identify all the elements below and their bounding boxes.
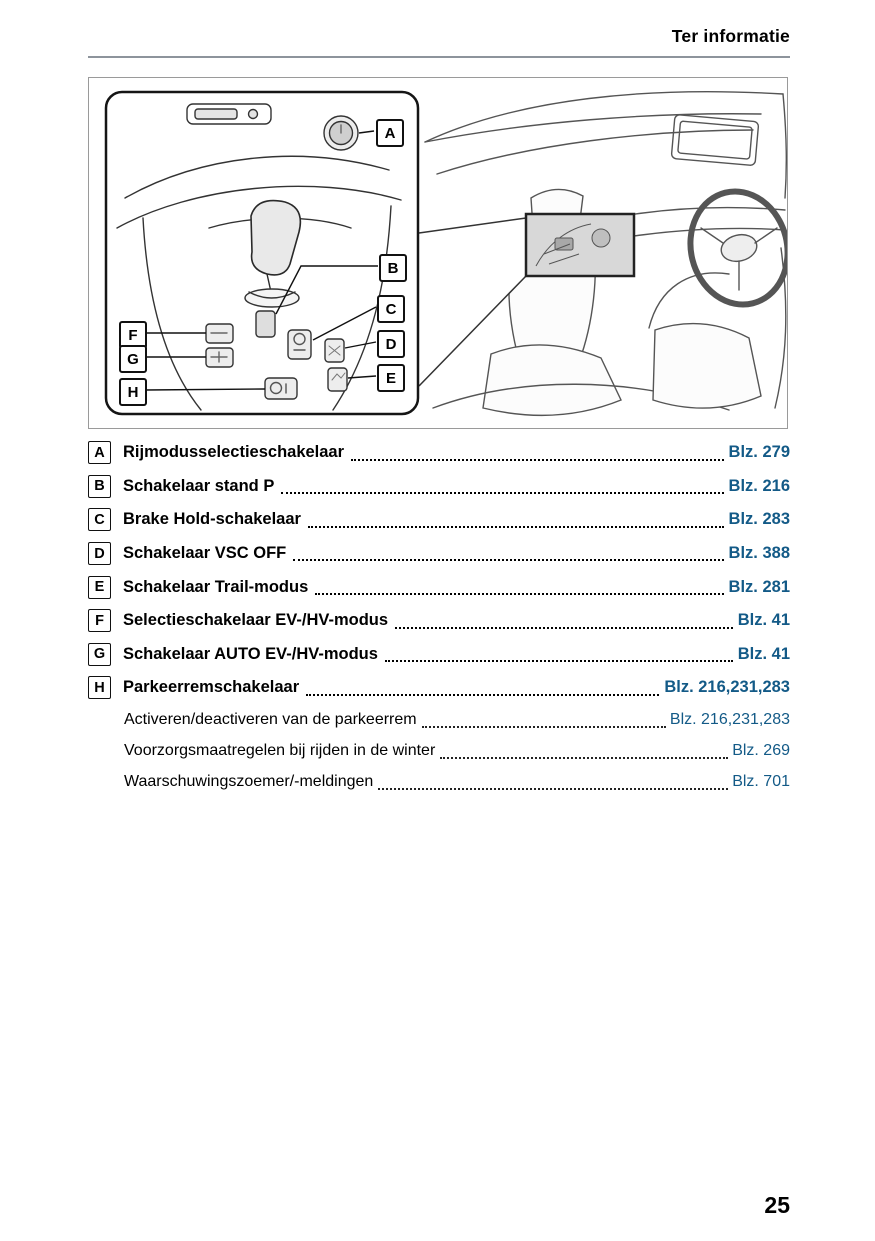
index-letter-h: H — [88, 676, 111, 700]
index-label: Selectieschakelaar EV-/HV-modus — [123, 611, 389, 630]
callout-leader-lines — [144, 130, 378, 391]
page-reference[interactable]: Blz. 216,231,283 — [669, 711, 790, 729]
figure-callout-c: C — [377, 295, 405, 323]
figure-callout-d: D — [377, 330, 405, 358]
index-sublabel: Waarschuwingszoemer/-meldingen — [124, 773, 374, 791]
index-row-g: G Schakelaar AUTO EV-/HV-modus Blz. 41 — [88, 638, 790, 672]
index-sublabel: Voorzorgsmaatregelen bij rijden in de wi… — [124, 742, 436, 760]
figure-callout-h: H — [119, 378, 147, 406]
index-letter-d: D — [88, 542, 111, 566]
figure-callout-e: E — [377, 364, 405, 392]
index-row-f: F Selectieschakelaar EV-/HV-modus Blz. 4… — [88, 604, 790, 638]
index-row-e: E Schakelaar Trail-modus Blz. 281 — [88, 570, 790, 604]
index-label: Rijmodusselectieschakelaar — [123, 443, 345, 462]
header-rule — [88, 56, 790, 58]
dotted-leader — [281, 492, 724, 495]
dotted-leader — [293, 559, 724, 562]
page-reference[interactable]: Blz. 283 — [728, 510, 790, 529]
index-label: Schakelaar AUTO EV-/HV-modus — [123, 644, 378, 663]
index-letter-f: F — [88, 609, 111, 633]
index-label: Schakelaar VSC OFF — [123, 544, 287, 563]
dotted-leader — [384, 660, 733, 663]
index-letter-c: C — [88, 508, 111, 532]
index-subrow-parking-brake: Activeren/deactiveren van de parkeerrem … — [88, 705, 790, 736]
index-label: Schakelaar Trail-modus — [123, 577, 309, 596]
dotted-leader — [378, 787, 729, 790]
page-reference[interactable]: Blz. 216,231,283 — [664, 678, 790, 697]
index-row-b: B Schakelaar stand P Blz. 216 — [88, 470, 790, 504]
page-reference[interactable]: Blz. 41 — [737, 644, 790, 663]
steering-wheel-drawing — [687, 188, 787, 308]
index-letter-b: B — [88, 474, 111, 498]
dotted-leader — [306, 693, 660, 696]
dotted-leader — [351, 458, 724, 461]
dotted-leader — [440, 756, 729, 759]
page-reference[interactable]: Blz. 216 — [728, 476, 790, 495]
index-subrow-winter: Voorzorgsmaatregelen bij rijden in de wi… — [88, 736, 790, 767]
index-letter-e: E — [88, 575, 111, 599]
page-title: Ter informatie — [671, 26, 790, 46]
console-closeup-drawing — [104, 90, 420, 416]
index-row-c: C Brake Hold-schakelaar Blz. 283 — [88, 503, 790, 537]
index-list: A Rijmodusselectieschakelaar Blz. 279 B … — [88, 436, 790, 798]
page-number: 25 — [764, 1192, 790, 1218]
index-subrow-buzzer: Waarschuwingszoemer/-meldingen Blz. 701 — [88, 767, 790, 798]
figure-illustration — [104, 90, 787, 417]
callout-wedge — [418, 217, 527, 387]
index-label: Schakelaar stand P — [123, 476, 275, 495]
page-reference[interactable]: Blz. 269 — [732, 742, 790, 760]
figure-callout-f: F — [119, 321, 147, 349]
page-reference[interactable]: Blz. 388 — [728, 544, 790, 563]
page-reference[interactable]: Blz. 279 — [728, 443, 790, 462]
index-row-a: A Rijmodusselectieschakelaar Blz. 279 — [88, 436, 790, 470]
index-letter-a: A — [88, 441, 111, 465]
figure-callout-a: A — [376, 119, 404, 147]
figure-callout-b: B — [379, 254, 407, 282]
index-row-d: D Schakelaar VSC OFF Blz. 388 — [88, 537, 790, 571]
dotted-leader — [421, 725, 666, 728]
dotted-leader — [395, 626, 733, 629]
dotted-leader — [315, 592, 724, 595]
page-reference[interactable]: Blz. 701 — [732, 773, 790, 791]
index-sublabel: Activeren/deactiveren van de parkeerrem — [124, 711, 417, 729]
highlight-region — [524, 212, 636, 278]
console-figure: A B C D E F G H — [88, 77, 788, 429]
index-label: Brake Hold-schakelaar — [123, 510, 301, 529]
index-label: Parkeerremschakelaar — [123, 678, 300, 697]
index-row-h: H Parkeerremschakelaar Blz. 216,231,283 — [88, 671, 790, 705]
figure-callout-g: G — [119, 345, 147, 373]
dotted-leader — [307, 525, 724, 528]
page-reference[interactable]: Blz. 281 — [728, 577, 790, 596]
index-letter-g: G — [88, 642, 111, 666]
page-reference[interactable]: Blz. 41 — [737, 611, 790, 630]
